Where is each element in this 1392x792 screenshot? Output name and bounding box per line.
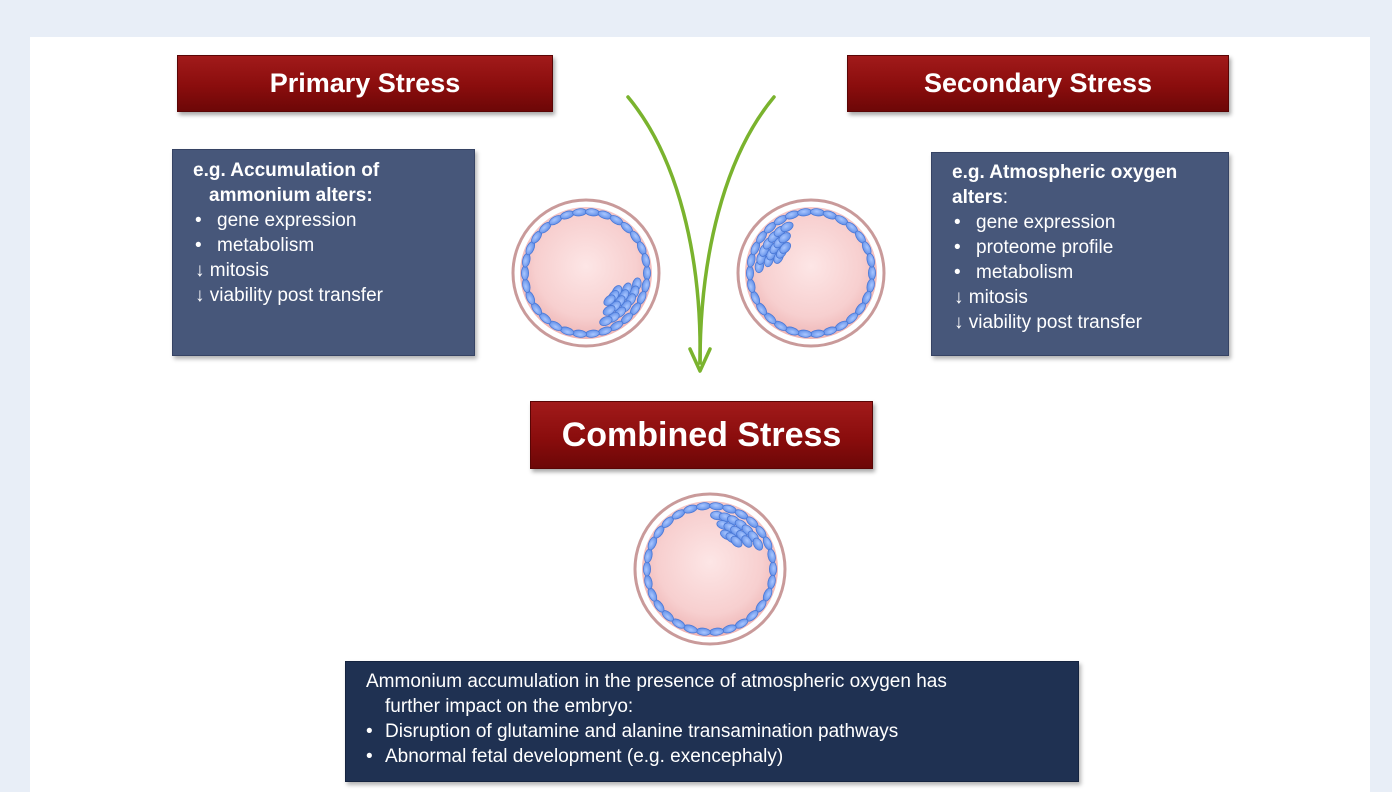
bullet-symbol: • xyxy=(195,235,202,256)
figure-canvas: Primary Stress Secondary Stress e.g. Acc… xyxy=(30,37,1370,792)
primary-heading-line2: ammonium alters: xyxy=(209,185,373,206)
primary-stress-title: Primary Stress xyxy=(177,55,553,112)
secondary-bullet-text: gene expression xyxy=(976,212,1116,233)
primary-arrow-item: ↓ viability post transfer xyxy=(195,285,383,306)
combined-text-line1: Ammonium accumulation in the presence of… xyxy=(366,671,947,692)
primary-bullet-text: gene expression xyxy=(217,210,357,231)
primary-stress-box: e.g. Accumulation of ammonium alters: • g… xyxy=(172,149,475,356)
secondary-bullet-item: • metabolism xyxy=(932,260,1228,285)
secondary-heading-line1: e.g. Atmospheric oxygen xyxy=(952,162,1178,183)
primary-stress-title-text: Primary Stress xyxy=(269,68,461,98)
primary-bullet-item: • metabolism xyxy=(173,233,474,258)
combined-bullet-text: Abnormal fetal development (e.g. exencep… xyxy=(385,746,784,767)
diagram-graphics xyxy=(511,95,886,646)
secondary-bullet-text: proteome profile xyxy=(976,237,1114,258)
primary-heading-line1: e.g. Accumulation of xyxy=(193,160,380,181)
combined-bullet-text: Disruption of glutamine and alanine tran… xyxy=(385,721,899,742)
secondary-arrow-item: ↓ mitosis xyxy=(954,287,1028,308)
bullet-symbol: • xyxy=(366,721,373,742)
combined-stress-title: Combined Stress xyxy=(530,401,873,469)
secondary-stress-box: e.g. Atmospheric oxygen alters: • gene ex… xyxy=(931,152,1229,356)
bullet-symbol: • xyxy=(366,746,373,767)
bullet-symbol: • xyxy=(954,212,961,233)
bullet-symbol: • xyxy=(954,262,961,283)
combined-bullet-item: • Abnormal fetal development (e.g. exence… xyxy=(346,744,1078,769)
combined-stress-box: Ammonium accumulation in the presence of… xyxy=(345,661,1079,782)
secondary-heading-line2-bold: alters xyxy=(952,187,1003,208)
secondary-bullet-item: • gene expression xyxy=(932,210,1228,235)
secondary-heading-line2: alters: xyxy=(932,185,1228,210)
secondary-stress-title: Secondary Stress xyxy=(847,55,1229,112)
secondary-heading-line2-rest: : xyxy=(1002,187,1008,208)
secondary-bullet-item: • proteome profile xyxy=(932,235,1228,260)
primary-arrow-item: ↓ mitosis xyxy=(195,260,269,281)
secondary-embryo-icon xyxy=(736,198,886,348)
combined-text-line2: further impact on the embryo: xyxy=(385,696,634,717)
primary-bullet-text: metabolism xyxy=(217,235,315,256)
bullet-symbol: • xyxy=(954,237,961,258)
primary-embryo-icon xyxy=(511,198,661,348)
secondary-stress-title-text: Secondary Stress xyxy=(923,68,1153,98)
secondary-bullet-text: metabolism xyxy=(976,262,1074,283)
combined-bullet-item: • Disruption of glutamine and alanine tra… xyxy=(346,719,1078,744)
primary-bullet-item: • gene expression xyxy=(173,208,474,233)
combined-stress-title-text: Combined Stress xyxy=(561,415,842,454)
secondary-arrow-item: ↓ viability post transfer xyxy=(954,312,1142,333)
bullet-symbol: • xyxy=(195,210,202,231)
converging-arrow-icon xyxy=(626,95,776,373)
combined-embryo-icon xyxy=(633,492,787,646)
